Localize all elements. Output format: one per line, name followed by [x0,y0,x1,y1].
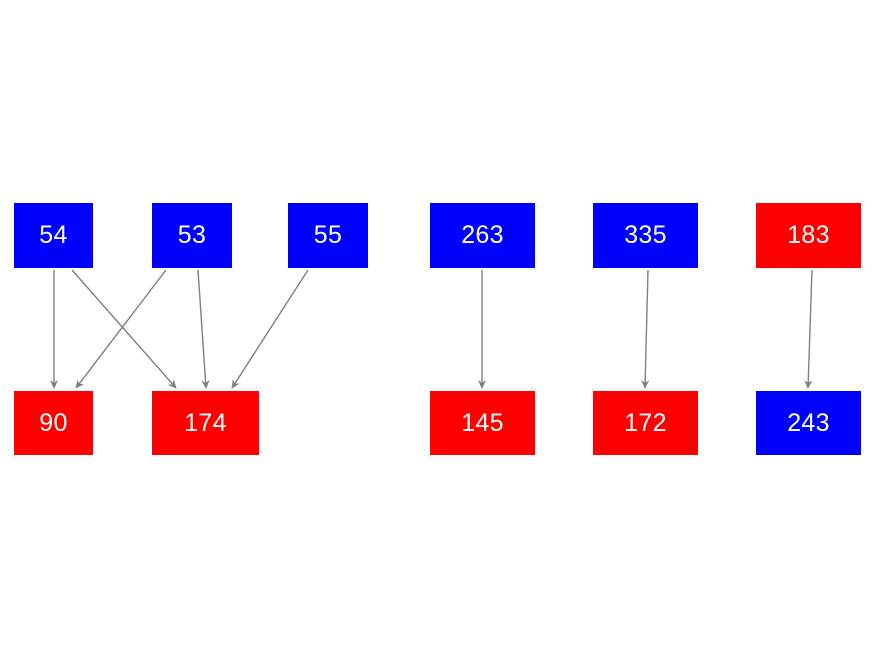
node-label: 53 [177,221,207,249]
node-145[interactable]: 145 [430,391,535,455]
node-label: 90 [39,408,68,437]
edge-n55-to-n174 [231,269,309,389]
edge-group [49,269,813,389]
node-label: 335 [624,221,667,249]
node-label: 263 [461,221,504,249]
node-label: 183 [787,221,830,249]
node-label: 145 [461,408,504,437]
node-54[interactable]: 54 [14,203,93,268]
edge-n335-to-n172 [641,269,650,389]
node-243[interactable]: 243 [756,391,861,455]
node-183[interactable]: 183 [756,203,861,268]
node-53[interactable]: 53 [152,203,232,268]
node-label: 174 [184,408,227,437]
node-55[interactable]: 55 [288,203,368,268]
node-172[interactable]: 172 [593,391,698,455]
node-263[interactable]: 263 [430,203,535,268]
node-label: 172 [624,408,667,437]
node-label: 243 [787,408,830,437]
node-label: 55 [313,221,343,249]
node-174[interactable]: 174 [152,391,259,455]
edge-n53-to-n90 [75,269,167,389]
edge-n183-to-n243 [804,269,813,389]
edge-n54-to-n174 [71,269,177,389]
node-label: 54 [39,221,68,249]
node-90[interactable]: 90 [14,391,93,455]
node-335[interactable]: 335 [593,203,698,268]
edge-n53-to-n174 [197,269,210,389]
